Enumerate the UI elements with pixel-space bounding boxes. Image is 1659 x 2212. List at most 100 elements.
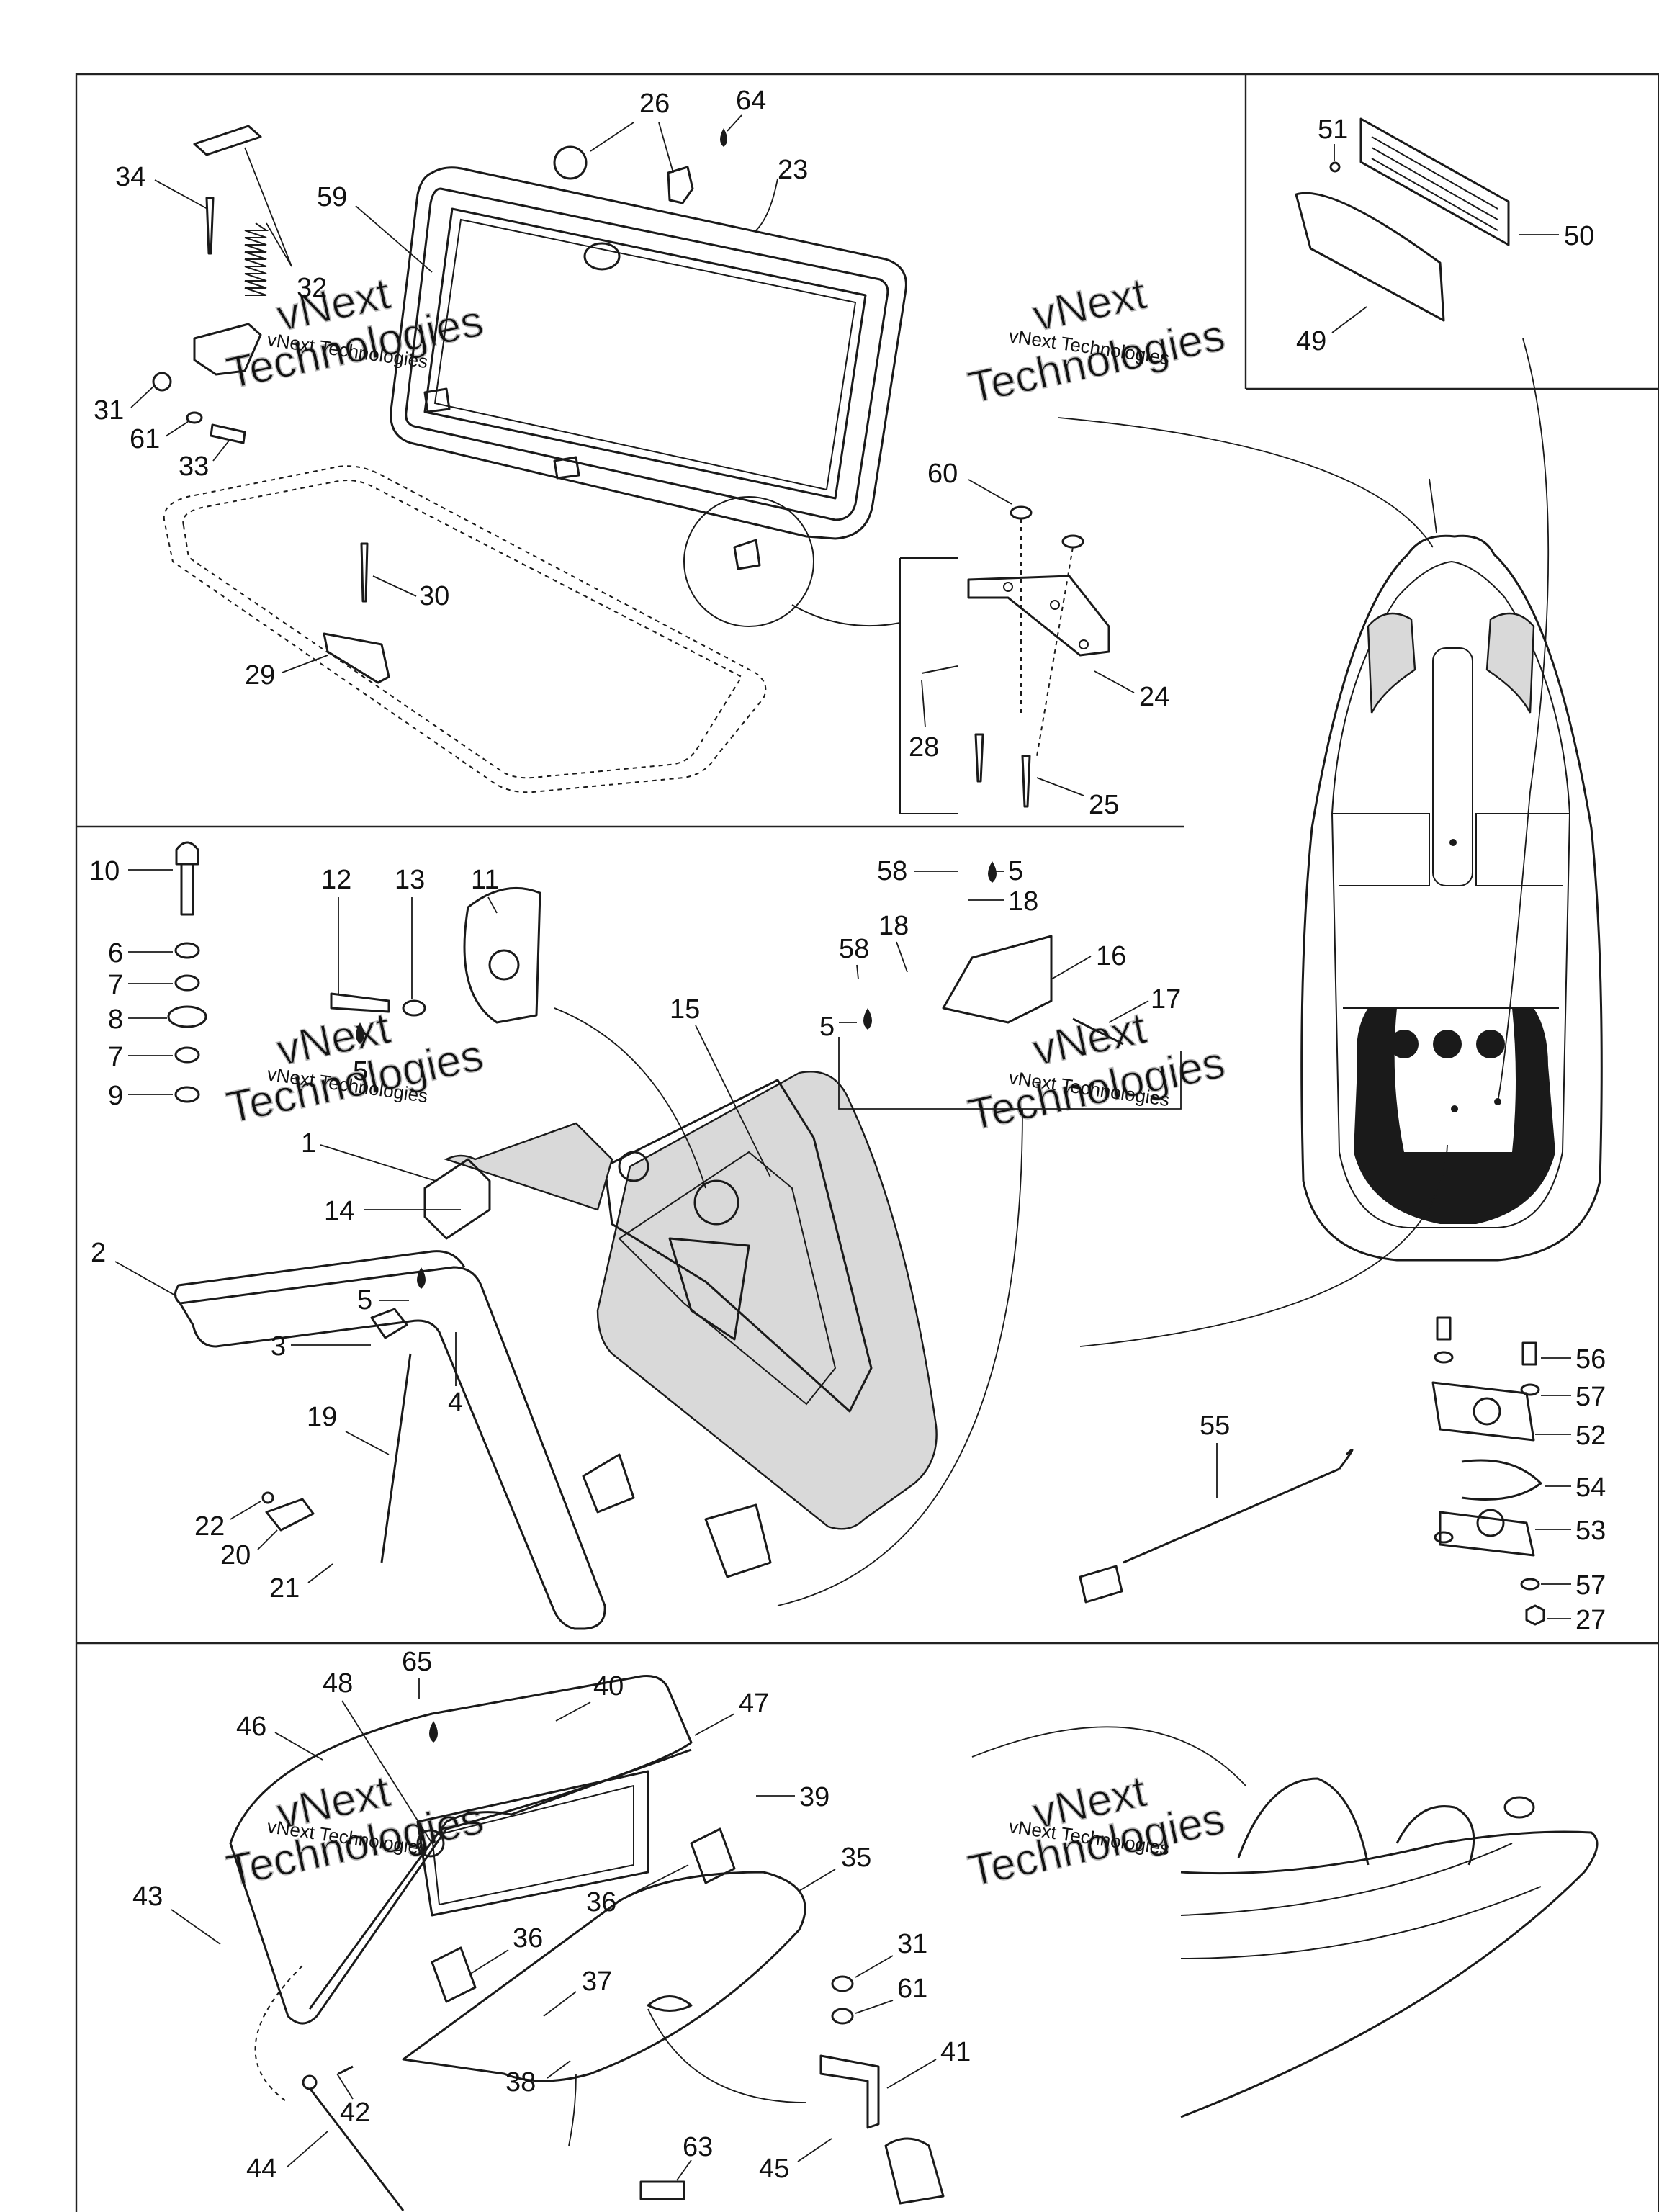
watermark-right-1: vNext Technologies vNext Technologies: [963, 268, 1230, 413]
callout-13: 13: [395, 865, 425, 895]
mount-plates-52-53: [1431, 1316, 1545, 1626]
callout-46: 46: [236, 1712, 266, 1742]
callout-53: 53: [1575, 1516, 1606, 1546]
latch-11: [330, 886, 706, 1189]
diagram-frames: [75, 73, 1659, 2212]
callout-24: 24: [1139, 682, 1169, 712]
rivets-25: [921, 665, 1031, 808]
prop-rod-44: [254, 1965, 405, 2211]
latch-41: [647, 1975, 945, 2205]
tow-hook-55: [1079, 1448, 1354, 1604]
callout-36a: 36: [586, 1887, 616, 1917]
callout-47: 47: [739, 1689, 769, 1719]
callout-29: 29: [245, 660, 275, 691]
callout-38: 38: [505, 2067, 536, 2098]
callout-44: 44: [246, 2154, 276, 2184]
boat-side-view: [568, 1726, 1599, 2200]
callout-55: 55: [1200, 1411, 1230, 1441]
door-frame-1-2: [174, 1250, 606, 1630]
callout-7b: 7: [108, 1042, 123, 1072]
callout-65: 65: [402, 1647, 432, 1677]
hinges-16: [582, 935, 1124, 1578]
callout-26: 26: [639, 89, 670, 119]
callout-6: 6: [108, 938, 123, 968]
callout-54: 54: [1575, 1473, 1606, 1503]
callout-21: 21: [269, 1573, 300, 1604]
callout-8: 8: [108, 1004, 123, 1035]
cover-panel-49-50: [1295, 117, 1510, 322]
callout-5c: 5: [819, 1012, 835, 1042]
washers-60: [1010, 505, 1084, 757]
callout-5d: 5: [357, 1285, 372, 1316]
callout-58a: 58: [877, 856, 907, 886]
callout-52: 52: [1575, 1421, 1606, 1451]
callout-4: 4: [448, 1388, 463, 1418]
callouts: 26 64 23 34 59 32 31 61 33 30 29 60 24 2…: [89, 86, 1606, 2184]
watermark-right-2: vNext Technologies vNext Technologies: [963, 1002, 1230, 1141]
spring-assembly-32: [152, 125, 269, 444]
callout-31b: 31: [897, 1929, 927, 1959]
callout-51: 51: [1318, 114, 1348, 145]
callout-33: 33: [179, 451, 209, 482]
gasket-outline: [163, 465, 767, 793]
callout-10: 10: [89, 856, 120, 886]
callout-35: 35: [841, 1843, 871, 1873]
callout-18a: 18: [1008, 886, 1038, 917]
callout-61b: 61: [897, 1974, 927, 2004]
watermark-left-3: vNext Technologies vNext Technologies: [222, 1766, 488, 1897]
callout-58b: 58: [839, 934, 869, 964]
bracket-29: [323, 542, 390, 684]
callout-41: 41: [940, 2037, 971, 2067]
callout-50: 50: [1564, 221, 1594, 251]
callout-16: 16: [1096, 941, 1126, 971]
callout-1: 1: [301, 1128, 316, 1159]
callout-12: 12: [321, 865, 351, 895]
callout-15: 15: [670, 994, 700, 1025]
boat-top-view: [1058, 338, 1603, 1347]
callout-34: 34: [115, 162, 145, 192]
callout-11: 11: [471, 865, 499, 895]
callout-43: 43: [132, 1881, 163, 1912]
callout-57a: 57: [1575, 1382, 1606, 1412]
callout-36b: 36: [513, 1923, 543, 1954]
lid-35: [402, 1827, 806, 2082]
hinge-bracket-24: [967, 575, 1110, 657]
callout-30: 30: [419, 581, 449, 611]
callout-22: 22: [194, 1511, 225, 1542]
callout-27: 27: [1575, 1605, 1606, 1635]
callout-45: 45: [759, 2154, 789, 2184]
callout-18b: 18: [878, 911, 909, 941]
callout-48: 48: [323, 1668, 353, 1699]
callout-57b: 57: [1575, 1570, 1606, 1601]
bumper-stack-10: [167, 841, 207, 1103]
callout-39: 39: [799, 1782, 830, 1812]
callout-9: 9: [108, 1081, 123, 1111]
callout-23: 23: [778, 155, 808, 185]
watermark-right-3: vNext Technologies vNext Technologies: [963, 1766, 1230, 1897]
callout-19: 19: [307, 1402, 337, 1432]
glove-box-15: [423, 1071, 938, 1530]
callout-5a: 5: [353, 1056, 368, 1087]
callout-17: 17: [1151, 984, 1181, 1015]
gas-strut-19: [261, 1308, 412, 1563]
callout-61a: 61: [130, 424, 160, 454]
callout-7a: 7: [108, 970, 123, 1000]
callout-63: 63: [683, 2132, 713, 2162]
callout-49: 49: [1296, 326, 1326, 356]
callout-60: 60: [927, 459, 958, 489]
callout-28: 28: [909, 732, 939, 763]
callout-31a: 31: [94, 395, 124, 426]
callout-2: 2: [91, 1238, 106, 1268]
callout-5b: 5: [1008, 856, 1023, 886]
callout-64: 64: [736, 86, 766, 116]
hatch-cover-23: [390, 166, 907, 540]
hinge-detail: [423, 387, 958, 814]
callout-59: 59: [317, 182, 347, 212]
knob-26: [553, 128, 727, 204]
callout-20: 20: [220, 1540, 251, 1570]
callout-3: 3: [271, 1331, 286, 1362]
callout-14: 14: [324, 1196, 354, 1226]
callout-37: 37: [582, 1966, 612, 1997]
callout-56: 56: [1575, 1344, 1606, 1375]
